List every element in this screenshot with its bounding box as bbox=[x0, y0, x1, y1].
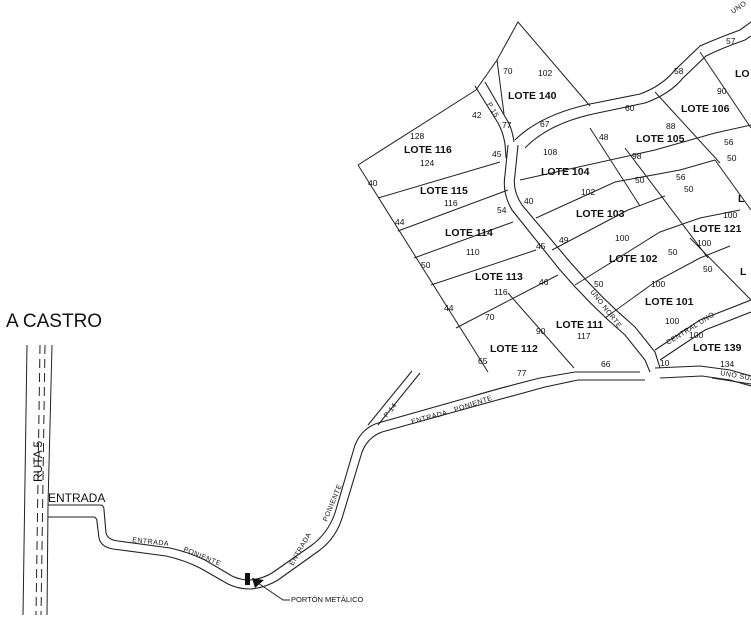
dimension-number: 44 bbox=[395, 217, 405, 227]
dimension-number: 116 bbox=[494, 287, 508, 297]
lot-label: LOTE 140 bbox=[508, 90, 557, 102]
lot-label: LOTE 101 bbox=[645, 296, 694, 308]
road-label-entrada-2: ENTRADA bbox=[289, 531, 314, 567]
dimension-number: 40 bbox=[368, 178, 378, 188]
lot-label: LOTE 111 bbox=[556, 319, 603, 331]
dimension-number: 70 bbox=[485, 312, 495, 322]
lot-label: LOTE 113 bbox=[475, 271, 523, 283]
road-label-entrada-1: ENTRADA bbox=[132, 537, 169, 548]
dimension-number: 45 bbox=[492, 149, 502, 159]
lot-label: LOTE 112 bbox=[490, 343, 538, 355]
dimension-number: 124 bbox=[420, 158, 434, 168]
dimension-number: 50 bbox=[668, 247, 678, 257]
dimension-number: 57 bbox=[726, 36, 736, 46]
dimension-number: 102 bbox=[538, 68, 552, 78]
lot-label: L bbox=[738, 193, 745, 205]
dimension-number: 44 bbox=[444, 303, 454, 313]
entrada-label: ENTRADA bbox=[48, 491, 105, 505]
road-label-poniente-1: PONIENTE bbox=[182, 546, 222, 567]
dimension-number: 50 bbox=[635, 175, 645, 185]
dimension-number: 102 bbox=[581, 187, 595, 197]
dimension-number: 58 bbox=[674, 66, 684, 76]
dimension-number: 67 bbox=[540, 119, 550, 129]
dimension-number: 100 bbox=[665, 316, 679, 326]
dimension-number: 90 bbox=[536, 326, 546, 336]
porton-label: PORTÓN METÁLICO bbox=[291, 595, 364, 604]
ruta-label: RUTA 5 bbox=[31, 441, 45, 482]
dimension-number: 100 bbox=[651, 279, 665, 289]
dimension-number: 40 bbox=[524, 196, 534, 206]
dimension-number: 100 bbox=[723, 210, 737, 220]
dimension-number: 100 bbox=[697, 238, 711, 248]
porton-gate bbox=[245, 573, 290, 601]
dimension-number: 42 bbox=[472, 110, 482, 120]
lot-label: LOTE 115 bbox=[420, 185, 468, 197]
lot-label: LOTE 105 bbox=[636, 133, 685, 145]
dimension-number: 108 bbox=[543, 147, 557, 157]
dimension-number: 116 bbox=[444, 198, 458, 208]
dimension-number: 50 bbox=[421, 260, 431, 270]
lot-label: LOTE 104 bbox=[541, 166, 590, 178]
dimension-number: 50 bbox=[703, 264, 713, 274]
dimension-number: 50 bbox=[727, 153, 737, 163]
dimension-number: 128 bbox=[410, 131, 424, 141]
road-label-poniente-3: PONIENTE bbox=[453, 395, 493, 414]
lot-label: L bbox=[740, 266, 747, 278]
lot-label: LOTE 121 bbox=[693, 223, 742, 235]
dimension-number: 49 bbox=[559, 235, 569, 245]
dimension-number: 98 bbox=[632, 151, 642, 161]
dimension-number: 70 bbox=[503, 66, 513, 76]
destination-label: A CASTRO bbox=[6, 311, 102, 332]
dimension-number: 134 bbox=[720, 359, 734, 369]
lot-label: LOTE 116 bbox=[404, 144, 452, 156]
lot-label: LOTE 114 bbox=[445, 227, 493, 239]
dimension-number: 60 bbox=[625, 103, 635, 113]
dimension-number: 110 bbox=[466, 247, 480, 257]
dimension-number: 77 bbox=[517, 368, 527, 378]
lot-label: LOTE 106 bbox=[681, 103, 730, 115]
dimension-numbers: 70 102 42 77 67 128 45 124 108 40 54 116… bbox=[368, 36, 737, 378]
dimension-number: 65 bbox=[478, 356, 488, 366]
dimension-number: 90 bbox=[717, 86, 727, 96]
lot-label: LOTE 139 bbox=[693, 342, 742, 354]
dimension-number: 100 bbox=[615, 233, 629, 243]
dimension-number: 10 bbox=[660, 358, 670, 368]
dimension-number: 56 bbox=[676, 172, 686, 182]
dimension-number: 100 bbox=[689, 330, 703, 340]
dimension-number: 117 bbox=[577, 331, 591, 341]
dimension-number: 77 bbox=[502, 120, 512, 130]
dimension-number: 88 bbox=[666, 121, 676, 131]
dimension-number: 66 bbox=[601, 359, 611, 369]
dimension-number: 45 bbox=[536, 241, 546, 251]
lot-label: LOTE 103 bbox=[576, 208, 625, 220]
entrada-poniente-road bbox=[48, 370, 645, 590]
dimension-number: 48 bbox=[599, 132, 609, 142]
dimension-number: 50 bbox=[594, 279, 604, 289]
lot-boundaries bbox=[357, 21, 751, 387]
dimension-number: 46 bbox=[539, 277, 549, 287]
dimension-number: 50 bbox=[684, 184, 694, 194]
dimension-number: 56 bbox=[724, 137, 734, 147]
road-label-uno-top: UNO bbox=[730, 0, 748, 16]
lot-label: LOTE 102 bbox=[609, 253, 658, 265]
lot-label: LO bbox=[735, 68, 750, 80]
dimension-number: 54 bbox=[497, 205, 507, 215]
ruta-5-highway bbox=[22, 344, 53, 616]
road-label-p14: P 14 bbox=[383, 402, 399, 419]
